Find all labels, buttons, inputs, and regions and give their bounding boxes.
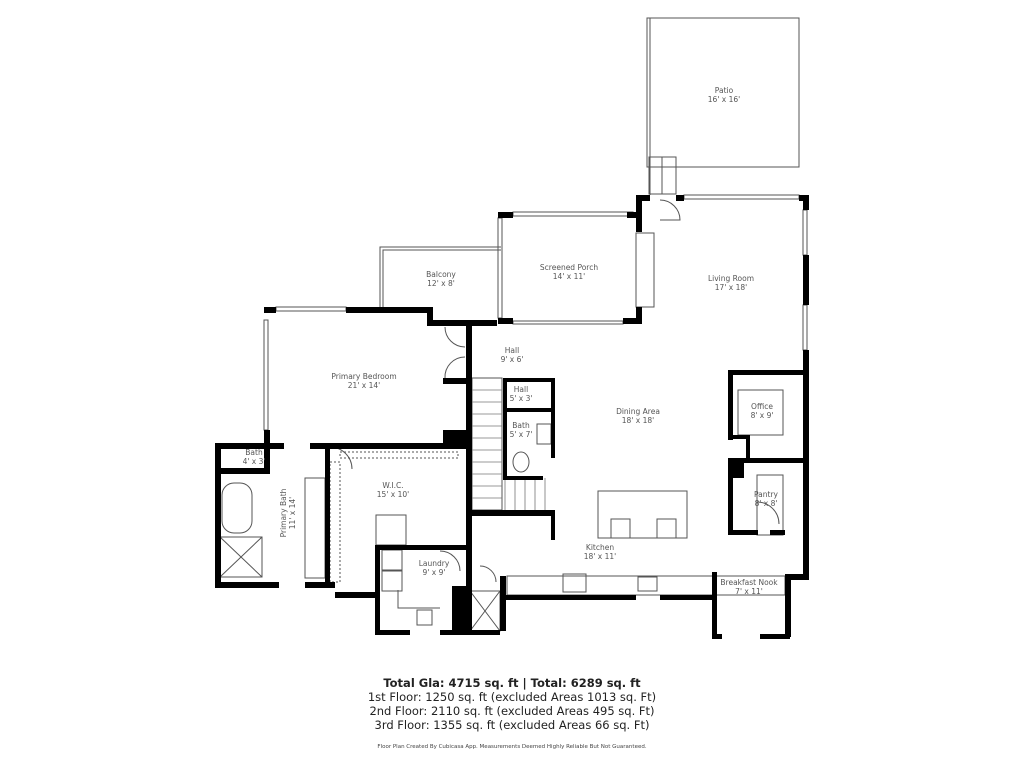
- room-name: Primary Bedroom: [331, 372, 397, 381]
- floor-1-area: 1st Floor: 1250 sq. ft (excluded Areas 1…: [367, 690, 657, 704]
- room-dims: 5' x 7': [509, 430, 533, 439]
- room-dims: 18' x 11': [583, 552, 617, 561]
- room-label-wic: W.I.C.15' x 10': [377, 481, 409, 499]
- total-area-title: Total Gla: 4715 sq. ft | Total: 6289 sq.…: [383, 676, 641, 690]
- room-dims: 8' x 9': [750, 411, 774, 420]
- room-dims: 16' x 16': [707, 95, 741, 104]
- floor-2-area: 2nd Floor: 2110 sq. ft (excluded Areas 4…: [369, 704, 655, 718]
- room-dims: 7' x 11': [735, 587, 763, 596]
- room-name: Dining Area: [616, 407, 660, 416]
- room-name: Balcony: [426, 270, 456, 279]
- room-name: Breakfast Nook: [720, 578, 778, 587]
- room-name: Hall: [504, 346, 520, 355]
- room-name: Laundry: [418, 559, 450, 568]
- room-name: Screened Porch: [539, 263, 599, 272]
- room-dims: 8' x 8': [754, 499, 778, 508]
- room-name: Bath: [245, 448, 263, 457]
- room-name: Hall: [513, 385, 529, 394]
- room-dims: 5' x 3': [509, 394, 533, 403]
- floor-3-area: 3rd Floor: 1355 sq. ft (excluded Areas 6…: [374, 718, 650, 732]
- patio-outline: [646, 17, 800, 168]
- room-name: Patio: [714, 86, 734, 95]
- room-dims: 4' x 3': [242, 457, 266, 466]
- room-dims: 15' x 10': [376, 490, 410, 499]
- room-name: Primary Bath: [279, 488, 288, 538]
- room-name: W.I.C.: [382, 481, 404, 490]
- room-dims: 14' x 11': [552, 272, 586, 281]
- room-name: Bath: [512, 421, 530, 430]
- room-dims: 17' x 18': [714, 283, 748, 292]
- room-name: Pantry: [754, 490, 778, 499]
- room-dims: 21' x 14': [347, 381, 381, 390]
- room-name: Kitchen: [585, 543, 615, 552]
- disclaimer-footer: Floor Plan Created By Cubicasa App. Meas…: [377, 744, 647, 750]
- room-name: Office: [751, 402, 773, 411]
- room-dims: 12' x 8': [427, 279, 455, 288]
- room-dims: 11' x 14': [288, 496, 297, 530]
- room-name: Living Room: [707, 274, 755, 283]
- room-dims: 18' x 18': [621, 416, 655, 425]
- room-dims: 9' x 6': [500, 355, 524, 364]
- room-dims: 9' x 9': [422, 568, 446, 577]
